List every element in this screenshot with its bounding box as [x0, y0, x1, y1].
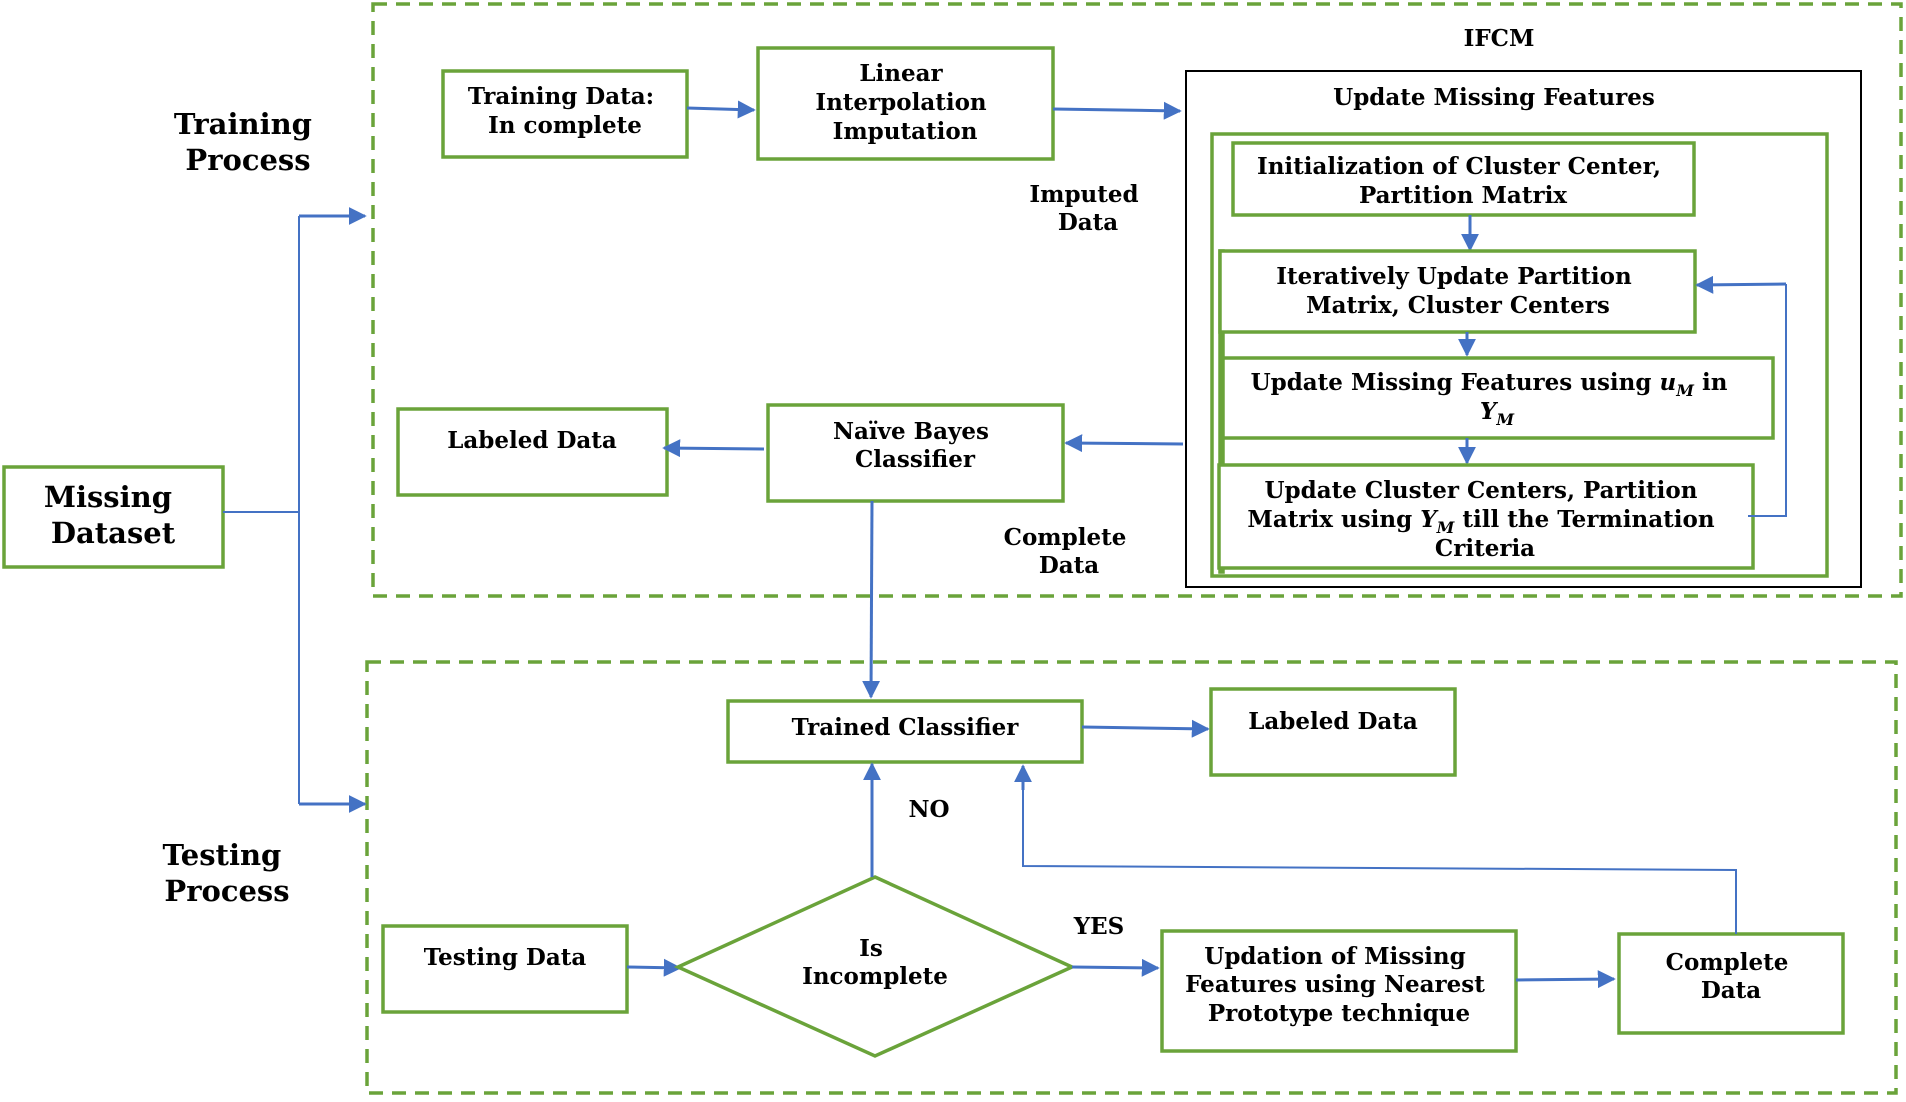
- updation-box: [1160, 929, 1518, 1053]
- linear-interpolation-box: [756, 46, 1055, 161]
- trained-classifier-label: Trained Classifier: [792, 714, 1020, 741]
- imputed-data-label: Imputed Data: [1029, 181, 1146, 236]
- ifcm-title: IFCM: [1464, 25, 1535, 52]
- arrow-ifcm-to-naive-bayes: [1064, 434, 1184, 453]
- naive-bayes-label: Naïve Bayes Classifier: [833, 418, 997, 473]
- training-process-label: Training Process: [174, 107, 322, 177]
- training-data-box: [441, 69, 689, 159]
- update-um-box: [1221, 356, 1775, 440]
- complete-to-trained-line: [1022, 775, 1737, 934]
- missing-dataset-box: [2, 465, 225, 569]
- arrow-feedback-to-iterate: [1695, 275, 1787, 294]
- init-cluster-label: Initialization of Cluster Center, Partit…: [1257, 153, 1669, 209]
- naive-bayes-box: [766, 403, 1065, 503]
- iterative-update-box: [1218, 249, 1697, 334]
- ifcm-outer-green-frame: [1210, 132, 1829, 578]
- is-incomplete-decision: [673, 875, 1077, 1058]
- testing-data-box: [381, 924, 629, 1014]
- iterative-update-label: Iteratively Update Partition Matrix, Clu…: [1276, 263, 1639, 319]
- init-cluster-box: [1231, 141, 1696, 217]
- arrow-training-to-interpolation: [686, 100, 756, 119]
- complete-data-box: [1617, 932, 1845, 1035]
- updation-label: Updation of Missing Features using Neare…: [1185, 943, 1493, 1027]
- labeled-data-top-label: Labeled Data: [447, 427, 617, 454]
- arrow-testing-to-decision: [626, 958, 682, 977]
- training-process-frame: [371, 2, 1903, 598]
- arrow-trained-to-labeled: [1081, 719, 1210, 738]
- update-missing-features-title: Update Missing Features: [1333, 84, 1655, 111]
- missing-dataset-label: Missing Dataset: [44, 480, 182, 550]
- testing-data-label: Testing Data: [424, 944, 587, 971]
- arrow-interpolation-to-ifcm: [1052, 101, 1182, 120]
- update-um-label: Update Missing Features using uM in YM: [1251, 369, 1736, 429]
- arrow-naive-bayes-to-trained: [862, 500, 881, 699]
- training-data-label: Training Data: In complete: [468, 83, 662, 139]
- arrow-naive-bayes-to-labeled: [662, 439, 765, 458]
- labeled-data-bottom-box: [1209, 687, 1457, 777]
- no-label: NO: [908, 796, 949, 823]
- yes-label: YES: [1073, 913, 1125, 940]
- labeled-data-bottom-label: Labeled Data: [1248, 708, 1418, 735]
- testing-process-frame: [365, 660, 1898, 1095]
- is-incomplete-label: Is Incomplete: [802, 935, 948, 990]
- testing-process-label: Testing Process: [163, 838, 292, 908]
- complete-data-box-label: Complete Data: [1666, 949, 1797, 1004]
- arrow-yes-to-updation: [1071, 958, 1160, 977]
- feedback-loop-line: [1748, 284, 1787, 517]
- arrow-updation-to-complete: [1515, 970, 1616, 989]
- complete-data-edge-label: Complete Data: [1004, 524, 1135, 579]
- labeled-data-top-box: [396, 407, 669, 497]
- trained-classifier-box: [726, 699, 1084, 764]
- update-centers-box: [1217, 463, 1755, 570]
- update-centers-label: Update Cluster Centers, Partition Matrix…: [1247, 477, 1722, 562]
- linear-interpolation-label: Linear Interpolation Imputation: [815, 60, 994, 145]
